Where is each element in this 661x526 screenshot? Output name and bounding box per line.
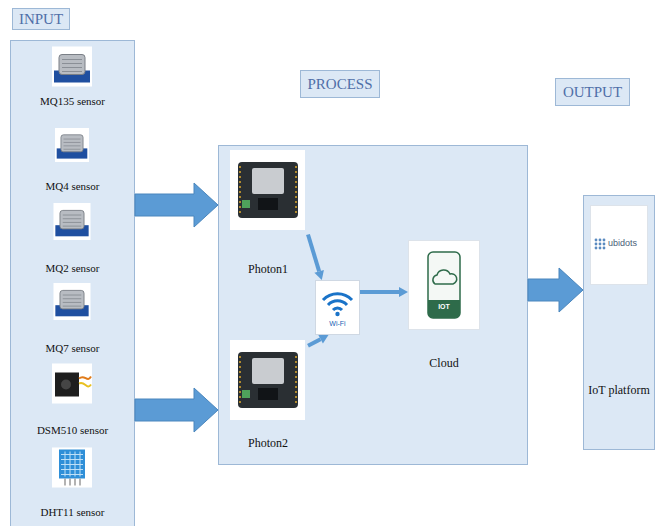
iot-platform: ubidotsIoT platform (590, 205, 648, 420)
sensor-icon (52, 362, 92, 405)
flow-arrow-line (308, 235, 319, 272)
photon-board-icon (230, 340, 305, 420)
section-heading: PROCESS (300, 70, 380, 98)
process-panel-fill (219, 146, 528, 465)
arrow-head (399, 287, 408, 297)
section-heading: INPUT (12, 8, 70, 30)
sensor-icon (52, 45, 92, 88)
logo-text: ubidots (608, 238, 648, 249)
sensor-item: DSM510 sensor (15, 360, 130, 440)
flow-arrow-line (308, 339, 321, 346)
sensor-label: MQ135 sensor (15, 95, 130, 108)
icon-caption: Wi-Fi (315, 320, 360, 328)
sensor-icon (52, 283, 92, 320)
arrow-head (314, 270, 324, 280)
cloud-service: IOT Cloud (408, 240, 480, 375)
sensor-label: MQ7 sensor (15, 342, 130, 355)
photon-board-icon (230, 150, 305, 230)
icon-caption: IOT (428, 303, 460, 311)
wifi-module: Wi-Fi (315, 280, 360, 335)
sensor-item: MQ135 sensor (15, 43, 130, 111)
device-label: Cloud (408, 356, 480, 370)
block-arrow (135, 183, 218, 227)
flow-arrow (360, 287, 408, 297)
device-label: Photon2 (228, 436, 308, 450)
sensor-label: DSM510 sensor (15, 424, 130, 437)
output-panel: OUTPUTubidotsIoT platform (583, 195, 655, 450)
process-panel: PROCESSPhoton1Photon2Wi-FiIOTCloud (218, 145, 528, 465)
sensor-item: MQ7 sensor (15, 281, 130, 358)
input-panel: INPUTMQ135 sensorMQ4 sensorMQ2 sensorMQ7… (10, 40, 135, 526)
sensor-item: MQ4 sensor (15, 126, 130, 196)
sensor-label: MQ4 sensor (15, 180, 130, 193)
section-heading: OUTPUT (555, 78, 630, 106)
microcontroller: Photon1 (228, 150, 308, 280)
input-panel-fill (11, 41, 135, 526)
block-arrow (528, 268, 583, 312)
sensor-icon (52, 445, 92, 490)
block-arrow-shape (528, 268, 583, 312)
block-arrow-shape (135, 388, 218, 432)
device-label: Photon1 (228, 262, 308, 276)
sensor-item: DHT11 sensor (15, 443, 130, 522)
cloud-icon (408, 240, 480, 330)
sensor-label: MQ2 sensor (15, 262, 130, 275)
sensor-label: DHT11 sensor (15, 506, 130, 519)
block-arrow-shape (135, 183, 218, 227)
sensor-item: MQ2 sensor (15, 201, 130, 278)
microcontroller: Photon2 (228, 340, 308, 455)
flow-arrow (308, 235, 324, 281)
output-panel-fill (584, 196, 655, 450)
flow-arrow (308, 335, 329, 346)
sensor-icon (52, 203, 92, 240)
sensor-icon (52, 128, 92, 162)
block-arrow (135, 388, 218, 432)
flow-arrow-line (360, 290, 399, 294)
arrow-head (318, 335, 328, 344)
device-label: IoT platform (588, 383, 650, 397)
